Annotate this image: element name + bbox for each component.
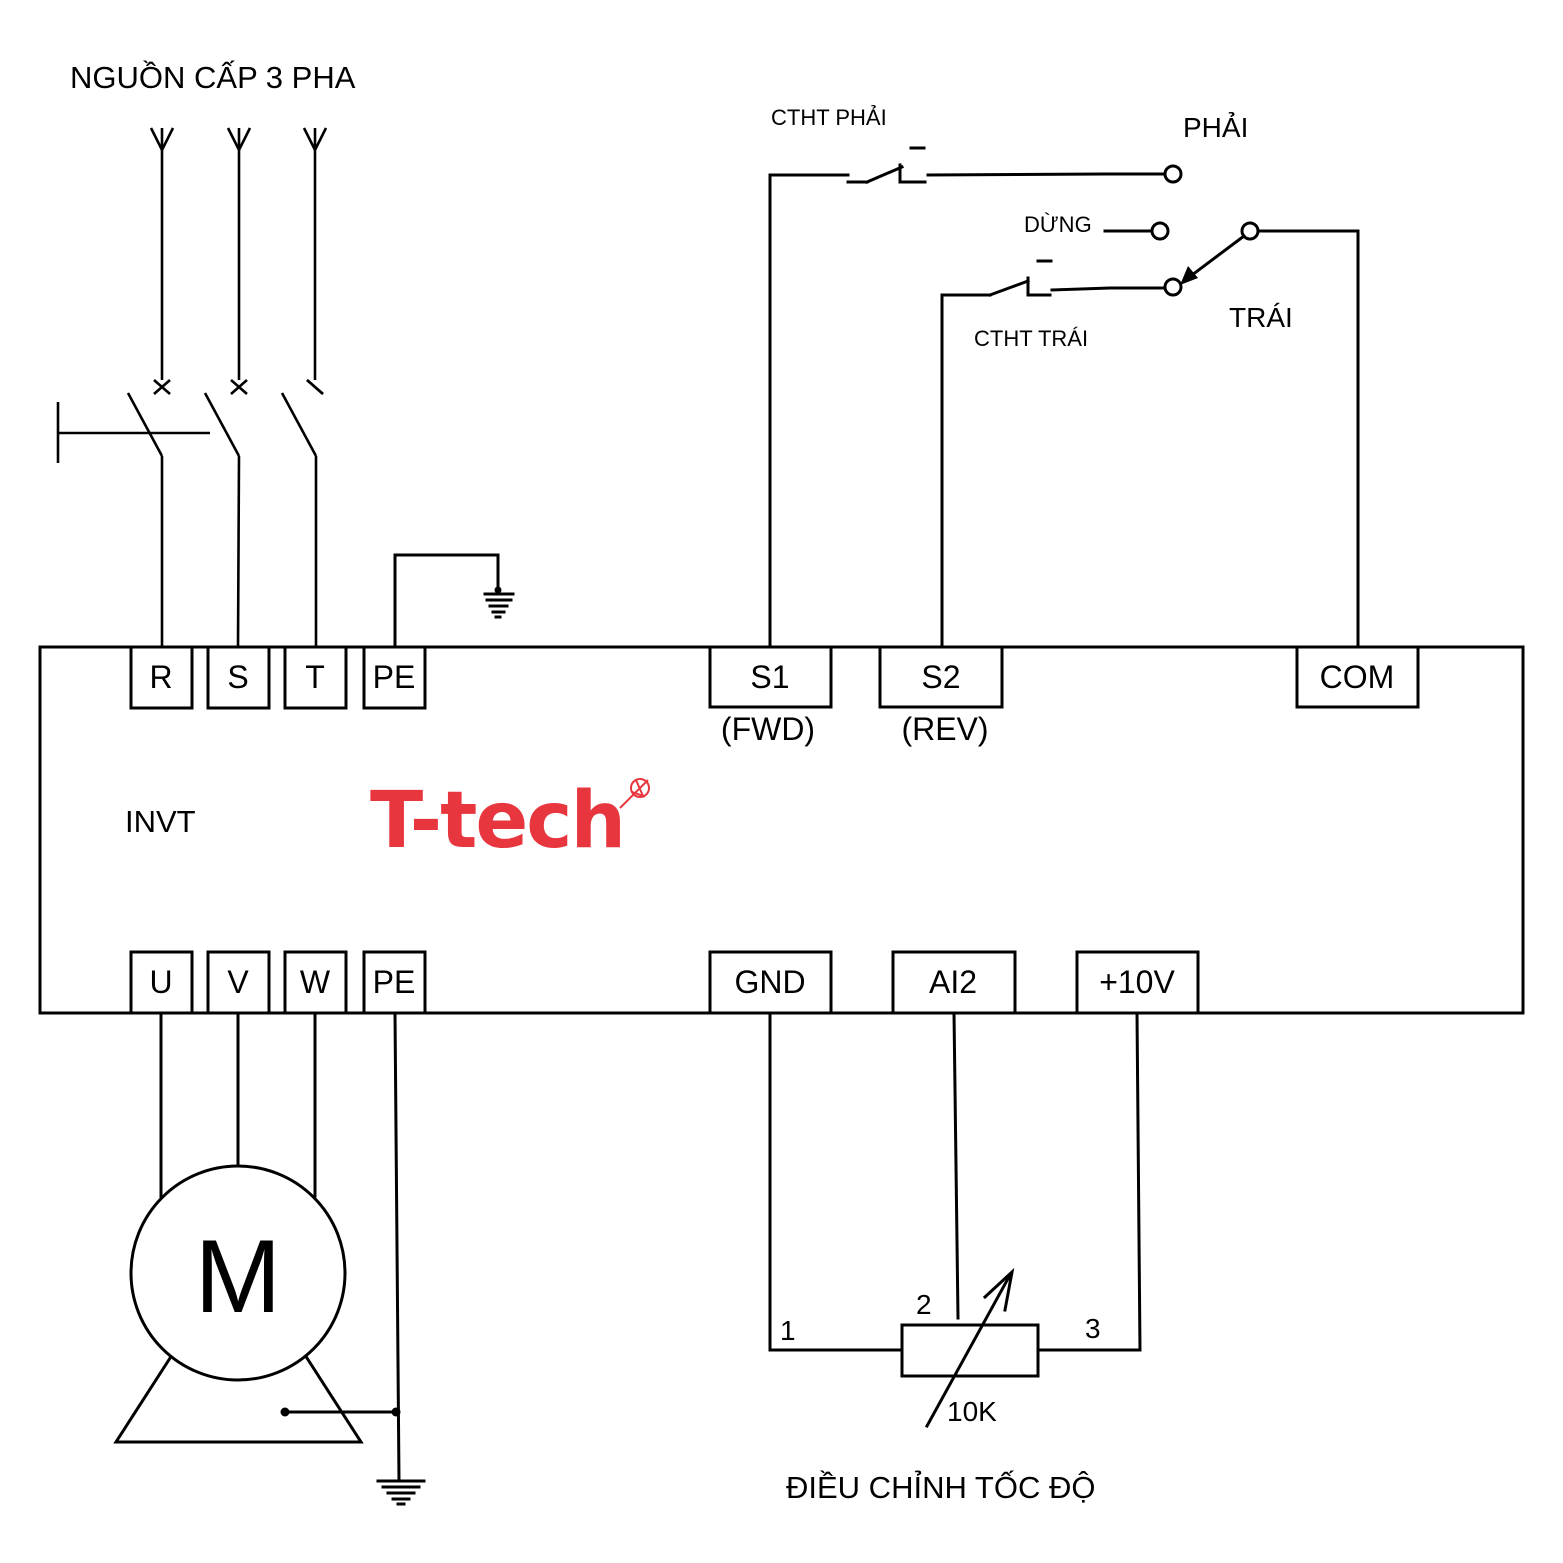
bottom-terminal-block: U V W PE GND AI2 +10V: [129, 950, 1200, 1015]
terminal-ai2[interactable]: [891, 950, 1017, 1015]
pe-ground-wire: [393, 553, 500, 649]
s2-wire: [940, 293, 992, 649]
pot-pin2-label: 2: [916, 1289, 932, 1320]
supply-terminal-icon: [226, 127, 252, 380]
supply-phase-symbols: [149, 127, 328, 380]
terminal-u-label: U: [149, 964, 172, 1000]
terminal-v-label: V: [227, 964, 249, 1000]
limit-switch-right-label: CTHT PHẢI: [771, 105, 887, 130]
ground-icon: [376, 1479, 426, 1506]
pot-pin1-label: 1: [780, 1315, 796, 1346]
s1-wire: [768, 173, 850, 649]
logo-emblem-icon: [619, 778, 650, 809]
supply-terminal-icon: [302, 127, 328, 380]
power-supply-title: NGUỒN CẤP 3 PHA: [70, 59, 356, 95]
terminal-gnd-label: GND: [734, 964, 805, 1000]
position-left-label: TRÁI: [1229, 302, 1293, 333]
potentiometer-icon: [900, 1267, 1040, 1429]
left-wire: [1050, 286, 1166, 292]
terminal-r-label: R: [149, 659, 172, 695]
terminal-s2-label: S2: [921, 659, 960, 695]
terminal-com-label: COM: [1320, 659, 1395, 695]
terminal-s2[interactable]: [878, 645, 1004, 709]
terminal-pe-top-label: PE: [373, 659, 416, 695]
terminal-u[interactable]: [129, 950, 194, 1015]
pot-pin2-wire: [952, 1011, 960, 1320]
pot-pin3-wire: [1036, 1011, 1142, 1352]
terminal-s1-note: (FWD): [721, 711, 815, 747]
com-wire: [1256, 229, 1360, 649]
terminal-10v-label: +10V: [1099, 964, 1175, 1000]
contact-right-icon: [1163, 164, 1183, 184]
wire-pe-bottom: [393, 1011, 401, 1482]
terminal-w-label: W: [300, 964, 331, 1000]
circuit-breaker-icon: [56, 379, 324, 648]
limit-switch-left-icon: [988, 259, 1053, 297]
terminal-t[interactable]: [283, 645, 348, 710]
terminal-t-label: T: [305, 659, 325, 695]
terminal-ai2-label: AI2: [929, 964, 977, 1000]
top-terminal-block: R S T PE S1 (FWD) S2 (REV) COM: [129, 645, 1420, 747]
speed-control-caption: ĐIỀU CHỈNH TỐC ĐỘ: [786, 1469, 1095, 1505]
ground-icon: [483, 586, 515, 619]
terminal-pe-bottom-label: PE: [373, 964, 416, 1000]
motor-icon: M: [113, 1164, 401, 1444]
terminal-s2-note: (REV): [901, 711, 988, 747]
contact-stop-icon: [1150, 221, 1170, 241]
pot-pin1-wire: [768, 1011, 904, 1352]
position-stop-label: DỪNG: [1024, 212, 1092, 237]
limit-switch-right-icon: [846, 146, 927, 184]
position-right-label: PHẢI: [1183, 111, 1248, 143]
terminal-r[interactable]: [129, 645, 194, 710]
terminal-s-label: S: [227, 659, 248, 695]
supply-terminal-icon: [149, 127, 175, 380]
pot-value-label: 10K: [947, 1396, 997, 1427]
terminal-s1-label: S1: [750, 659, 789, 695]
motor-symbol: M: [195, 1219, 282, 1335]
limit-switch-left-label: CTHT TRÁI: [974, 326, 1088, 351]
t-tech-logo: T-tech: [370, 776, 624, 866]
terminal-pe-top[interactable]: [362, 645, 427, 710]
terminal-s[interactable]: [206, 645, 271, 710]
terminal-w[interactable]: [283, 950, 348, 1015]
selector-switch-icon[interactable]: [1180, 221, 1260, 285]
contact-left-icon: [1163, 277, 1183, 297]
inverter-brand-label: INVT: [125, 804, 196, 839]
pot-pin3-label: 3: [1085, 1313, 1101, 1344]
right-wire: [926, 172, 1166, 177]
